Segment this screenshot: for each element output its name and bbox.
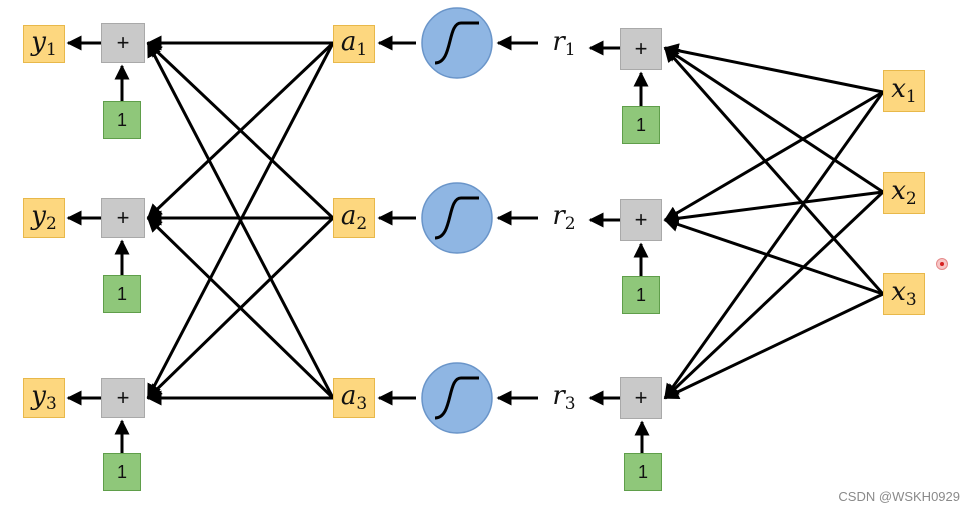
sum-symbol: +	[634, 36, 648, 61]
arrow-activation-2-to-output-sum-1	[146, 41, 335, 220]
sum-symbol: +	[116, 385, 130, 410]
pre-activation-var: r	[552, 27, 565, 57]
output-node-y2: y2	[23, 198, 65, 238]
arrow-input-2-to-hidden-sum-3	[663, 190, 885, 400]
output-bias-node-1: 1	[103, 101, 141, 139]
input-node-x2: x2	[883, 172, 925, 214]
activation-var: a	[340, 27, 357, 57]
bias-value: 1	[635, 115, 646, 135]
activation-sub: 1	[356, 40, 368, 60]
input-var: x	[891, 176, 906, 206]
output-sum-node-2: +	[101, 198, 145, 238]
pre-activation-label-r2: r2	[540, 198, 588, 238]
hidden-bias-node-3: 1	[624, 453, 662, 491]
sum-symbol: +	[116, 205, 130, 230]
activation-var: a	[340, 201, 357, 231]
bias-value: 1	[635, 285, 646, 305]
pre-activation-label-r1: r1	[540, 24, 588, 64]
output-sum-node-3: +	[101, 378, 145, 418]
arrow-input-3-to-hidden-sum-2	[663, 217, 884, 296]
arrow-input-1-to-hidden-sum-3	[663, 91, 885, 400]
pre-activation-var: r	[552, 381, 565, 411]
arrow-input-2-to-hidden-sum-1	[663, 46, 884, 194]
bias-value: 1	[116, 110, 127, 130]
input-sub: 2	[905, 189, 917, 209]
activation-node-a2: a2	[333, 198, 375, 238]
input-node-x3: x3	[883, 273, 925, 315]
sum-symbol: +	[634, 207, 648, 232]
input-var: x	[891, 74, 906, 104]
pre-activation-var: r	[552, 201, 565, 231]
sum-symbol: +	[116, 30, 130, 55]
output-sum-node-1: +	[101, 23, 145, 63]
bias-value: 1	[637, 462, 648, 482]
activation-sub: 3	[356, 394, 368, 414]
pre-activation-sub: 1	[564, 40, 576, 60]
activation-var: a	[340, 381, 357, 411]
arrow-activation-3-to-output-sum-2	[146, 216, 335, 400]
arrow-input-2-to-hidden-sum-2	[663, 190, 884, 226]
input-node-x1: x1	[883, 70, 925, 112]
hidden-bias-node-1: 1	[622, 106, 660, 144]
output-bias-node-2: 1	[103, 275, 141, 313]
bias-value: 1	[116, 462, 127, 482]
output-node-y1: y1	[23, 25, 65, 63]
arrow-activation-3-to-output-sum-1	[146, 41, 335, 399]
activation-node-a3: a3	[333, 378, 375, 418]
sigmoid-icon	[421, 362, 493, 434]
pre-activation-label-r3: r3	[540, 378, 588, 418]
arrow-input-3-to-hidden-sum-1	[663, 46, 885, 295]
sigmoid-icon	[421, 7, 493, 79]
output-var: y	[31, 201, 46, 231]
watermark: CSDN @WSKH0929	[838, 489, 960, 504]
output-node-y3: y3	[23, 378, 65, 418]
pre-activation-sub: 2	[564, 214, 576, 234]
activation-node-a1: a1	[333, 25, 375, 63]
cursor-indicator	[936, 258, 948, 270]
sum-symbol: +	[634, 385, 648, 410]
arrow-input-1-to-hidden-sum-1	[663, 43, 884, 94]
input-sub: 1	[905, 87, 917, 107]
hidden-bias-node-2: 1	[622, 276, 660, 314]
arrow-input-1-to-hidden-sum-2	[663, 90, 884, 222]
output-sub: 1	[45, 40, 57, 60]
output-var: y	[31, 381, 46, 411]
activation-sub: 2	[356, 214, 368, 234]
hidden-sum-node-1: +	[620, 28, 662, 70]
bias-value: 1	[116, 284, 127, 304]
output-sub: 3	[45, 394, 57, 414]
output-bias-node-3: 1	[103, 453, 141, 491]
arrow-input-3-to-hidden-sum-3	[663, 292, 884, 400]
sigmoid-icon	[421, 182, 493, 254]
input-sub: 3	[905, 290, 917, 310]
pre-activation-sub: 3	[564, 394, 576, 414]
hidden-sum-node-3: +	[620, 377, 662, 419]
input-var: x	[891, 277, 906, 307]
hidden-sum-node-2: +	[620, 199, 662, 241]
output-sub: 2	[45, 214, 57, 234]
output-var: y	[31, 27, 46, 57]
